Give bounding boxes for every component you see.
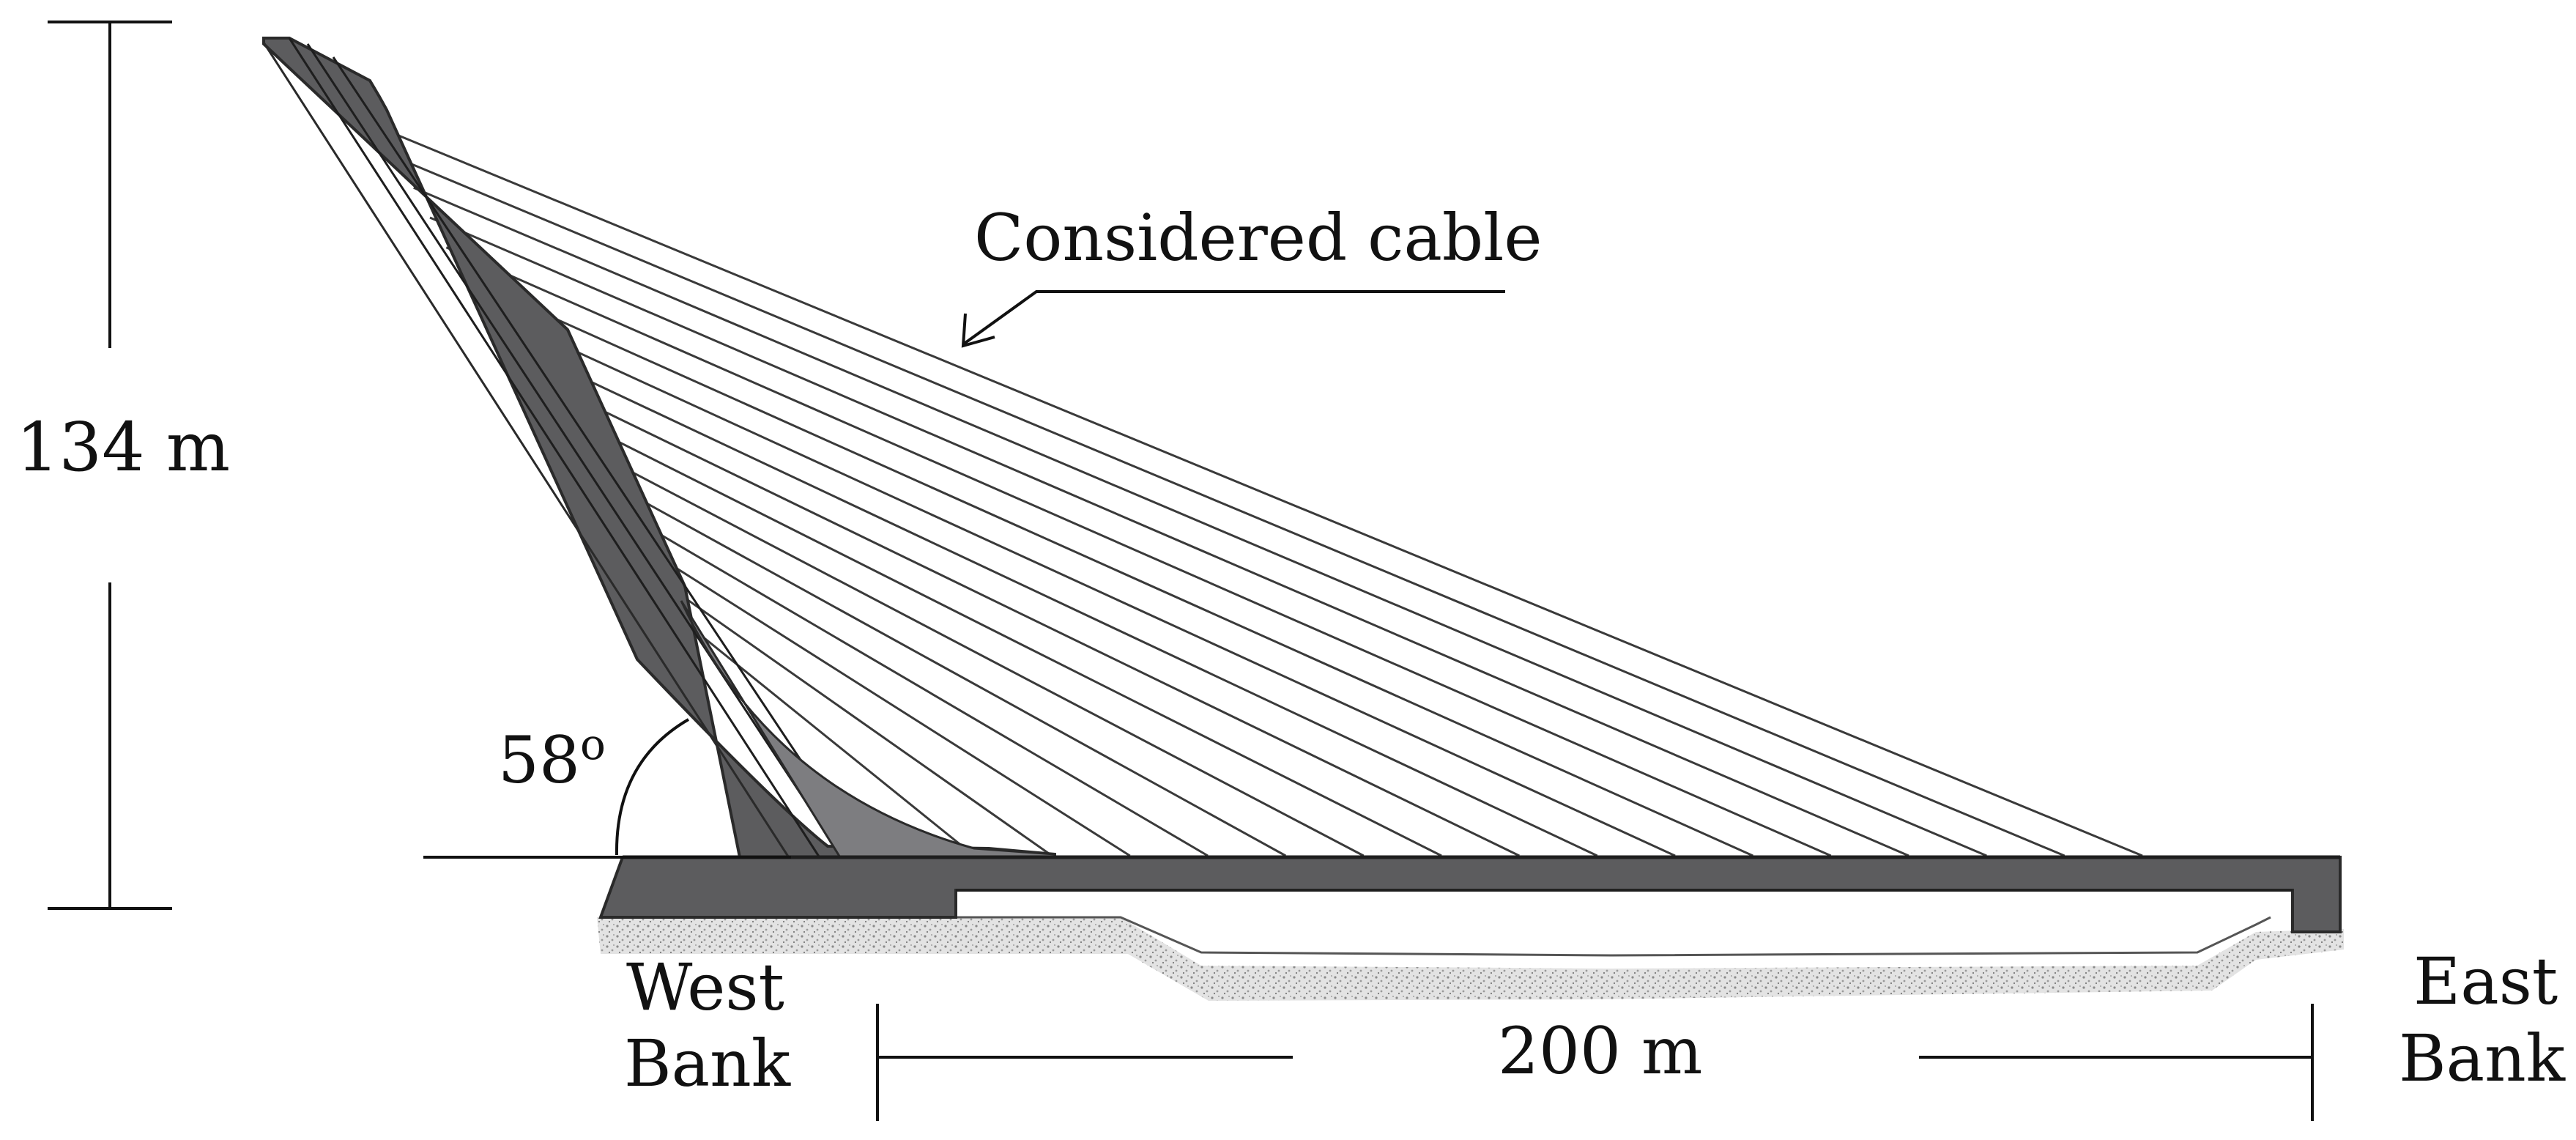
pylon-inner-line: [306, 43, 844, 858]
angle-arc: [615, 718, 690, 856]
pylon-outer-edge: [262, 42, 791, 859]
east-bank-label-line1: East: [2413, 944, 2558, 1019]
west-bank-label-line2: Bank: [624, 1026, 791, 1101]
bridge-deck: [598, 855, 2342, 933]
stay-cable: [413, 186, 1987, 857]
pylon-inner-line: [288, 37, 822, 859]
stay-cable: [380, 127, 2143, 857]
span-label: 200 m: [1498, 1013, 1702, 1089]
pointer-line: [962, 290, 1505, 346]
stay-cable: [576, 484, 1209, 857]
east-bank-label-line2: Bank: [2399, 1021, 2566, 1096]
height-label: 134 m: [16, 408, 230, 486]
stay-cable: [445, 246, 1832, 857]
pylon-base-curve: [680, 600, 1056, 862]
stay-cable: [396, 157, 2065, 857]
cable-label: Considered cable: [974, 200, 1542, 275]
angle-label: 58o: [498, 719, 606, 798]
span-dimension: [876, 1004, 2314, 1121]
river-bed: [952, 916, 2271, 957]
west-bank-label-line1: West: [626, 950, 784, 1025]
stay-cable: [494, 336, 1598, 857]
ground-bank: [597, 917, 2344, 1001]
angle-degree: o: [580, 719, 606, 769]
height-dimension: [48, 21, 172, 910]
pylon: [262, 37, 1056, 862]
stay-cable: [527, 395, 1442, 857]
stay-cable: [462, 275, 1753, 857]
pointer-arrowhead: [961, 313, 995, 348]
stay-cable: [511, 365, 1520, 857]
stay-cable: [593, 514, 1131, 857]
pylon-body: [262, 37, 1056, 862]
cable-pointer: [961, 290, 1505, 348]
stay-cable: [429, 216, 1909, 857]
angle-value: 58: [498, 722, 580, 798]
pylon-inner-line: [332, 56, 866, 856]
stay-cable: [543, 425, 1365, 857]
stay-cable: [560, 454, 1287, 857]
stay-cable: [478, 306, 1676, 857]
